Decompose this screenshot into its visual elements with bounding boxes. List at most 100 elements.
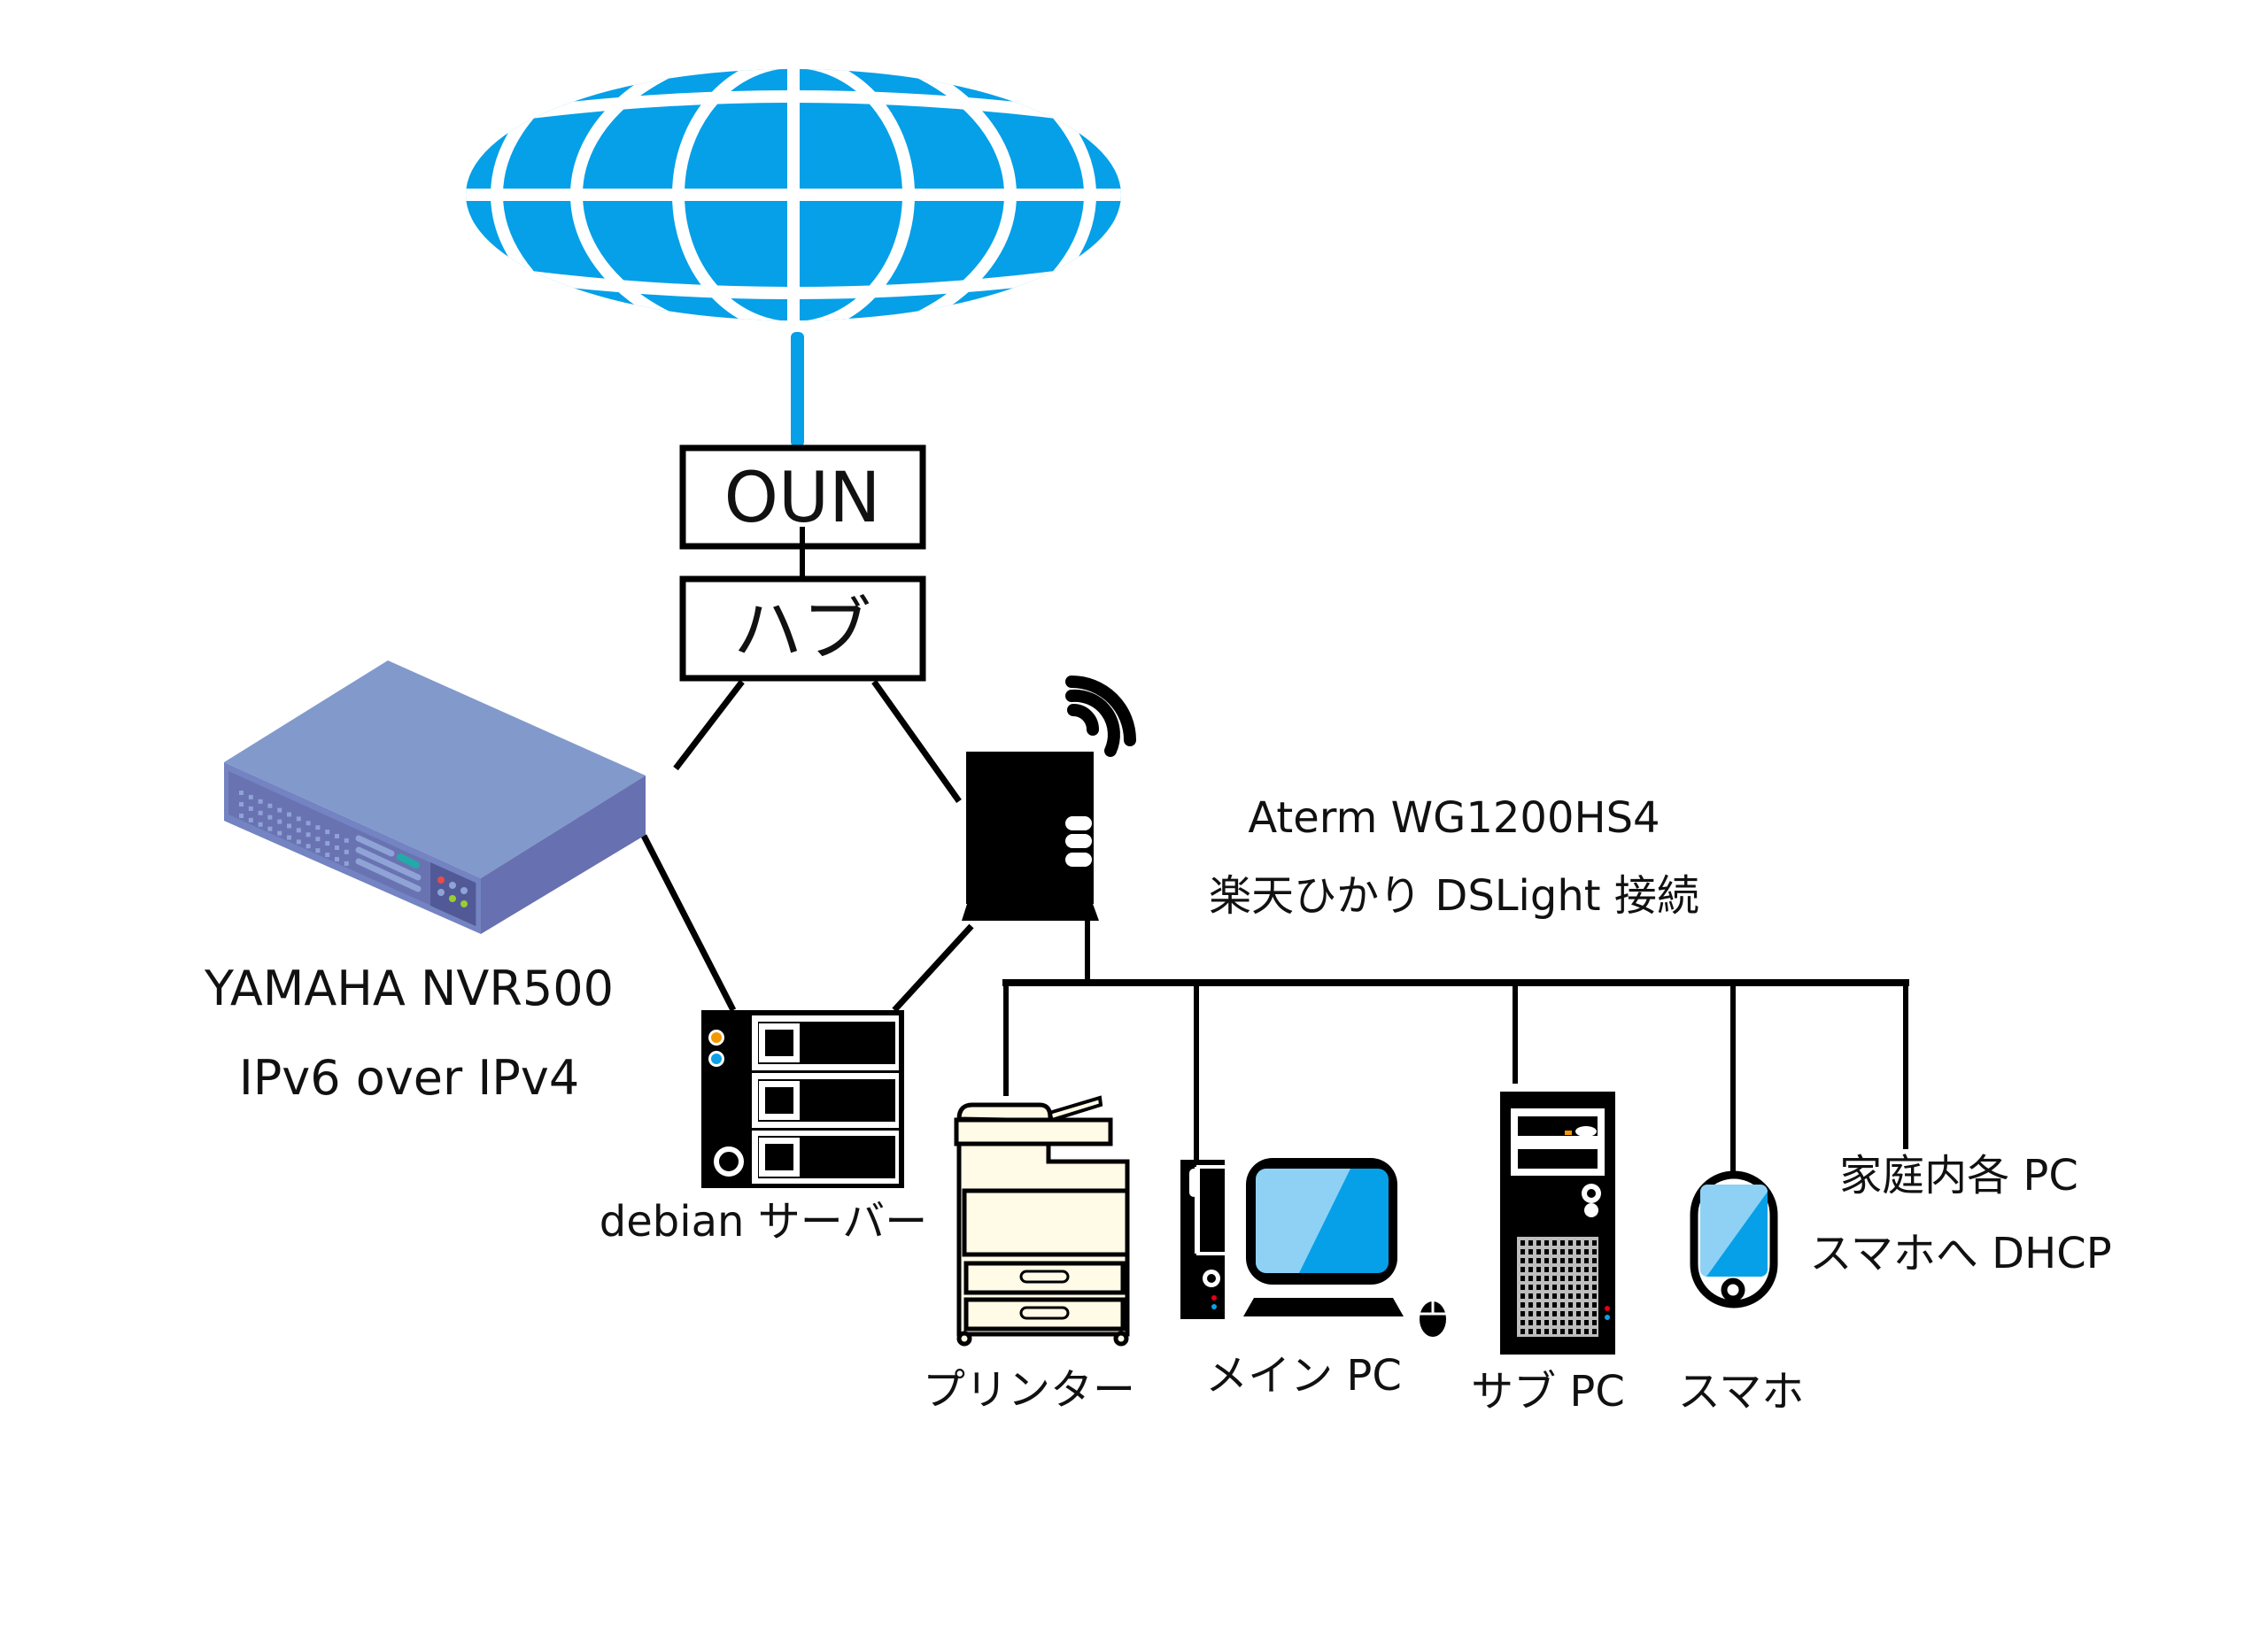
grille-hole	[1592, 1240, 1597, 1246]
grille-hole	[1544, 1311, 1549, 1316]
server-label: debian サーバー	[599, 1197, 928, 1247]
grille-hole	[1584, 1249, 1589, 1254]
vent-hole	[335, 857, 339, 861]
grille-hole	[1520, 1267, 1525, 1272]
vent-hole	[296, 839, 301, 845]
grille-hole	[1560, 1249, 1565, 1254]
hub-nvr-link	[673, 679, 745, 771]
grille-hole	[1528, 1267, 1533, 1272]
grille-hole	[1584, 1293, 1589, 1299]
grille-hole	[1544, 1285, 1549, 1290]
grille-hole	[1528, 1258, 1533, 1263]
grille-hole	[1592, 1258, 1597, 1263]
grille-hole	[1568, 1320, 1573, 1325]
vent-hole	[287, 812, 291, 817]
grille-hole	[1592, 1320, 1597, 1325]
main-pc-label: メイン PC	[1205, 1351, 1402, 1401]
grille-hole	[1584, 1302, 1589, 1308]
wifi-router-label-model: Aterm WG1200HS4	[1248, 793, 1660, 843]
vent-hole	[315, 837, 321, 842]
grille-hole	[1528, 1276, 1533, 1281]
grille-hole	[1520, 1320, 1525, 1325]
smartphone-label: スマホ	[1677, 1367, 1805, 1417]
grille-hole	[1560, 1311, 1565, 1316]
vent-hole	[296, 816, 301, 822]
dhcp-note-line2: スマホへ DHCP	[1809, 1229, 2112, 1278]
grille-hole	[1552, 1302, 1557, 1308]
wifi-router-server-link	[892, 923, 974, 1013]
grille-hole	[1576, 1293, 1581, 1299]
smartphone-icon	[1690, 1170, 1778, 1308]
grille-hole	[1536, 1320, 1541, 1325]
vent-hole	[315, 825, 321, 830]
desktop-pc-icon	[1180, 1158, 1446, 1337]
globe-icon	[466, 69, 1121, 320]
grille-hole	[1592, 1302, 1597, 1308]
grille-hole	[1544, 1267, 1549, 1272]
grille-hole	[1584, 1285, 1589, 1290]
grille-hole	[1536, 1285, 1541, 1290]
vent-hole	[335, 834, 339, 838]
grille-hole	[1592, 1293, 1597, 1299]
printer-icon	[954, 1095, 1130, 1347]
grille-hole	[1568, 1240, 1573, 1246]
grille-hole	[1568, 1311, 1573, 1316]
grille-hole	[1560, 1302, 1565, 1308]
grille-hole	[1552, 1276, 1557, 1281]
grille-hole	[1584, 1320, 1589, 1325]
grille-hole	[1520, 1329, 1525, 1334]
grille-hole	[1560, 1267, 1565, 1272]
vent-hole	[277, 830, 282, 836]
grille-hole	[1560, 1320, 1565, 1325]
grille-hole	[1568, 1293, 1573, 1299]
grille-hole	[1520, 1285, 1525, 1290]
grille-hole	[1552, 1329, 1557, 1334]
grille-hole	[1576, 1320, 1581, 1325]
vent-hole	[335, 845, 339, 850]
grille-hole	[1584, 1267, 1589, 1272]
vent-hole	[306, 821, 311, 826]
grille-hole	[1584, 1311, 1589, 1316]
nvr-label-model: YAMAHA NVR500	[205, 961, 614, 1016]
vent-hole	[239, 814, 244, 818]
vent-hole	[258, 810, 263, 815]
grille-hole	[1520, 1258, 1525, 1263]
grille-hole	[1560, 1329, 1565, 1334]
dhcp-note-line1: 家庭内各 PC	[1839, 1151, 2078, 1200]
grille-hole	[1536, 1249, 1541, 1254]
grille-hole	[1560, 1285, 1565, 1290]
grille-hole	[1520, 1240, 1525, 1246]
vent-hole	[325, 841, 330, 846]
vent-hole	[267, 803, 273, 808]
grille-hole	[1552, 1320, 1557, 1325]
grille-hole	[1536, 1240, 1541, 1246]
mouse-icon	[1420, 1301, 1446, 1337]
nvr-server-link	[640, 834, 737, 1012]
grille-hole	[1552, 1293, 1557, 1299]
grille-hole	[1520, 1302, 1525, 1308]
grille-hole	[1560, 1293, 1565, 1299]
printer-label: プリンター	[922, 1365, 1136, 1415]
grille-hole	[1576, 1258, 1581, 1263]
grille-hole	[1576, 1276, 1581, 1281]
grille-hole	[1528, 1311, 1533, 1316]
vent-hole	[306, 832, 311, 838]
grille-hole	[1592, 1267, 1597, 1272]
grille-hole	[1528, 1329, 1533, 1334]
vent-hole	[315, 848, 321, 853]
vent-hole	[267, 814, 273, 820]
wifi-signal-icon	[1065, 675, 1136, 757]
vent-hole	[258, 822, 263, 827]
grille-hole	[1592, 1329, 1597, 1334]
grille-hole	[1592, 1249, 1597, 1254]
grille-hole	[1568, 1276, 1573, 1281]
vent-hole	[248, 794, 253, 799]
grille-hole	[1568, 1302, 1573, 1308]
grille-hole	[1520, 1276, 1525, 1281]
grille-hole	[1576, 1249, 1581, 1254]
grille-hole	[1560, 1258, 1565, 1263]
vent-hole	[325, 830, 330, 835]
grille-hole	[1536, 1329, 1541, 1334]
grille-hole	[1576, 1285, 1581, 1290]
